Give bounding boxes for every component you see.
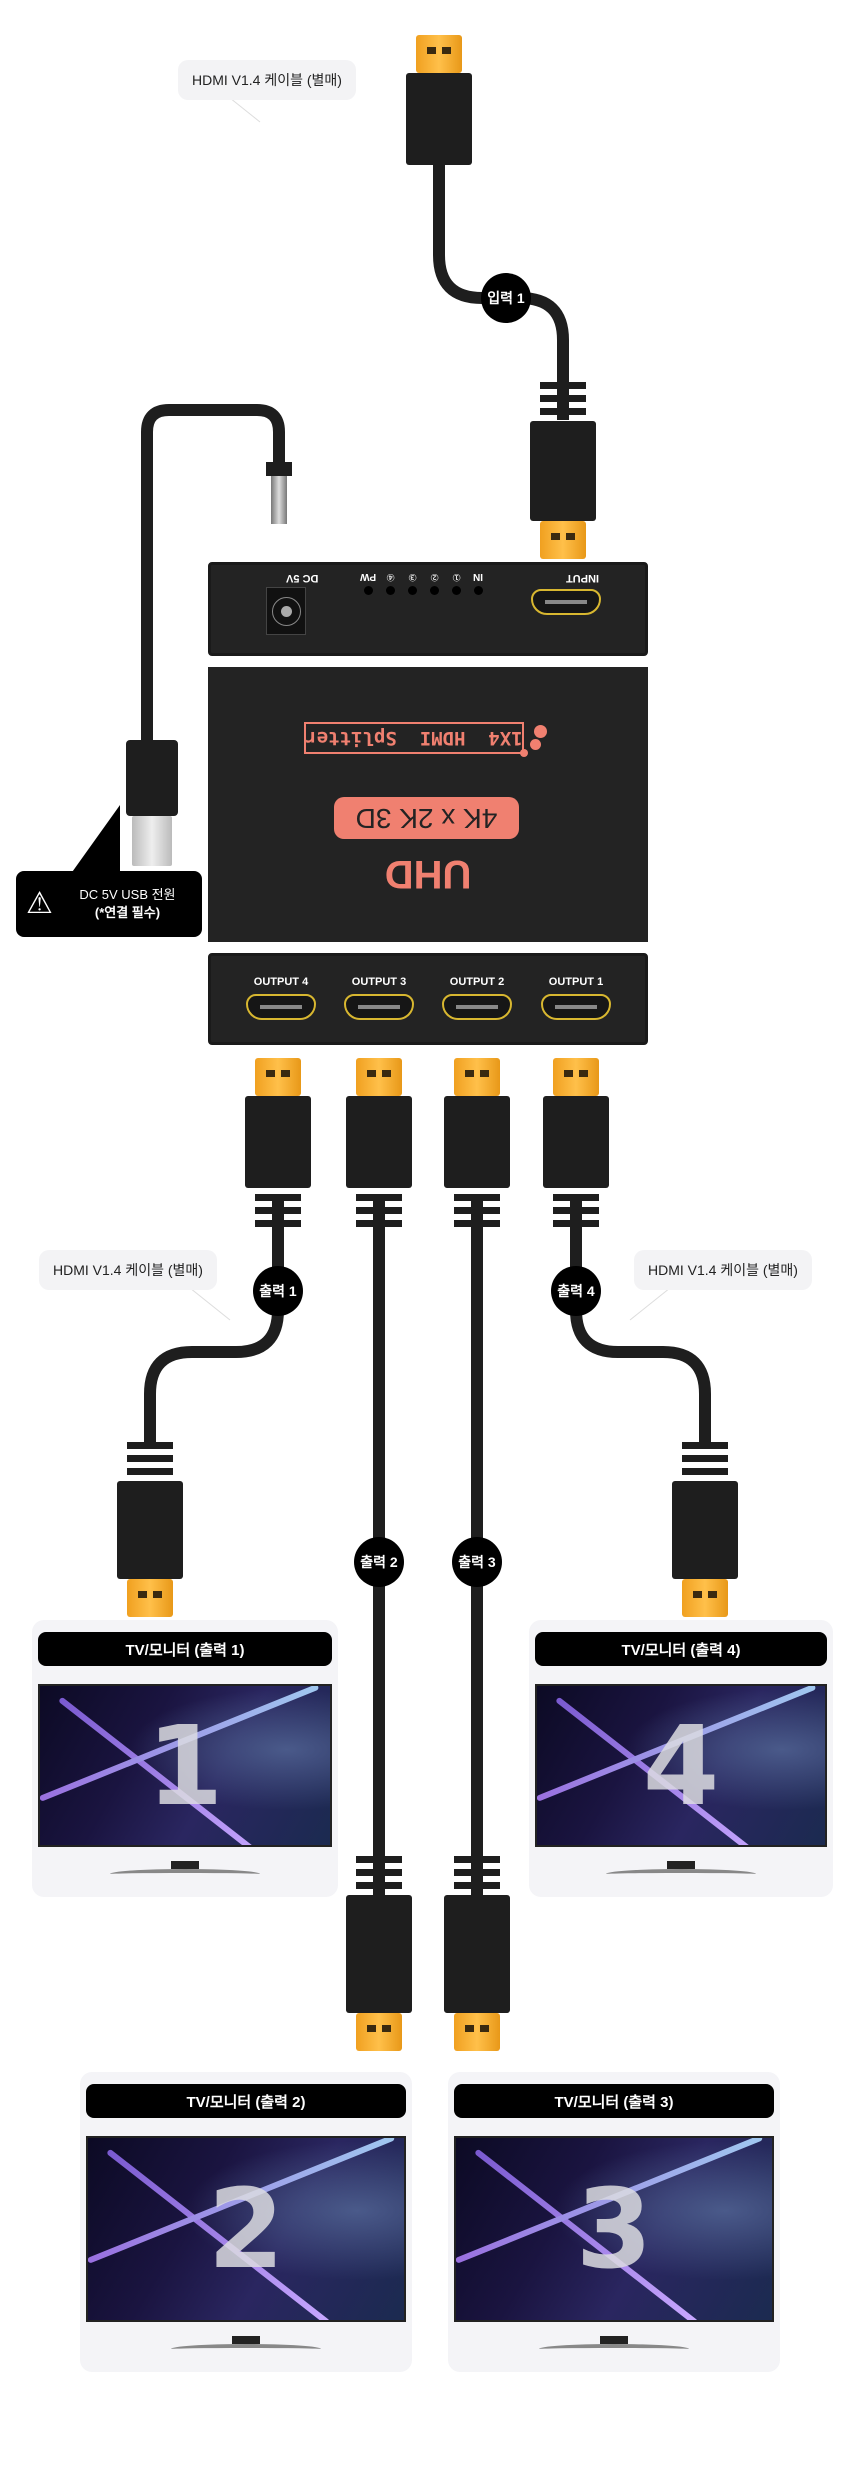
output-4-device-connector <box>541 1058 611 1233</box>
tv-screen: 2 <box>86 2136 406 2322</box>
tv-title: TV/모니터 (출력 3) <box>454 2084 774 2118</box>
usb-plug-metal <box>132 816 172 866</box>
device-front: 1X4 HDMI Splitter 4K x 2K 3D UHD <box>208 667 648 942</box>
output-label: OUTPUT 2 <box>449 976 505 988</box>
input-port <box>531 589 601 615</box>
device-output-panel: OUTPUT 4 OUTPUT 3 OUTPUT 2 OUTPUT 1 <box>208 953 648 1045</box>
led-label: ① <box>451 571 461 582</box>
tv-card-2: TV/모니터 (출력 2) 2 <box>80 2072 412 2372</box>
resolution-badge: 4K x 2K 3D <box>334 797 519 839</box>
input-cable-top-connector <box>404 35 474 165</box>
badge-output-2: 출력 2 <box>354 1537 404 1587</box>
tv-title: TV/모니터 (출력 4) <box>535 1632 827 1666</box>
output-right-cable-label: HDMI V1.4 케이블 (별매) <box>634 1250 812 1290</box>
input-cable-device-connector <box>528 376 598 559</box>
output-label: OUTPUT 4 <box>253 976 309 988</box>
warning-icon: ⚠ <box>26 887 53 920</box>
led-label: ④ <box>385 571 395 582</box>
tv-card-1: TV/모니터 (출력 1) 1 <box>32 1620 338 1897</box>
output-cable-4 <box>570 1200 711 1445</box>
badge-output-1: 출력 1 <box>253 1266 303 1316</box>
output-1-device-connector <box>243 1058 313 1233</box>
output-3-device-connector <box>442 1058 512 1233</box>
usb-power-cable <box>141 404 285 752</box>
tv-stand <box>539 2344 689 2354</box>
tv-number: 4 <box>642 1701 720 1830</box>
dc-plug-collar <box>266 462 292 476</box>
badge-input-1: 입력 1 <box>481 273 531 323</box>
tv-number: 3 <box>575 2165 653 2293</box>
warning-pointer <box>70 805 120 875</box>
output-label: OUTPUT 1 <box>548 976 604 988</box>
output-1-tv-connector <box>115 1436 185 1617</box>
dc-jack <box>266 587 306 635</box>
output-left-cable-label: HDMI V1.4 케이블 (별매) <box>39 1250 217 1290</box>
brand-uhd: UHD <box>384 852 472 896</box>
tv-stand <box>171 2344 321 2354</box>
badge-output-3: 출력 3 <box>452 1537 502 1587</box>
output-label: OUTPUT 3 <box>351 976 407 988</box>
tv-title: TV/모니터 (출력 2) <box>86 2084 406 2118</box>
output-port-2 <box>442 994 512 1020</box>
badge-output-4: 출력 4 <box>551 1266 601 1316</box>
dc-label: DC 5V <box>286 572 319 584</box>
output-4-tv-connector <box>670 1436 740 1617</box>
led-label: ② <box>429 571 439 582</box>
output-cable-1 <box>144 1200 284 1445</box>
tv-screen: 1 <box>38 1684 332 1847</box>
tv-stand <box>606 1869 756 1879</box>
tv-stand <box>110 1869 260 1879</box>
dc-plug <box>271 476 287 524</box>
device-top-panel: DC 5V PW ④ ③ ② ① IN INPUT <box>208 562 648 656</box>
tv-card-3: TV/모니터 (출력 3) 3 <box>448 2072 780 2372</box>
led-label: IN <box>473 571 483 582</box>
input-cable-label: HDMI V1.4 케이블 (별매) <box>178 60 356 100</box>
warning-line1: DC 5V USB 전원 <box>79 887 176 902</box>
output-2-device-connector <box>344 1058 414 1233</box>
usb-power-warning: ⚠ DC 5V USB 전원 (*연결 필수) <box>16 871 202 937</box>
tv-title: TV/모니터 (출력 1) <box>38 1632 332 1666</box>
led-label: PW <box>359 571 377 582</box>
product-name: 1X4 HDMI Splitter <box>304 722 524 754</box>
usb-plug-body <box>126 740 178 816</box>
tv-card-4: TV/모니터 (출력 4) 4 <box>529 1620 833 1897</box>
led-label: ③ <box>407 571 417 582</box>
tv-number: 1 <box>146 1701 224 1830</box>
output-port-3 <box>344 994 414 1020</box>
output-port-1 <box>541 994 611 1020</box>
tv-screen: 4 <box>535 1684 827 1847</box>
output-2-tv-connector <box>344 1850 414 2051</box>
output-3-tv-connector <box>442 1850 512 2051</box>
tv-screen: 3 <box>454 2136 774 2322</box>
input-port-label: INPUT <box>566 572 599 584</box>
warning-line2: (*연결 필수) <box>94 905 161 920</box>
tv-number: 2 <box>207 2165 285 2293</box>
led-indicators: PW ④ ③ ② ① IN <box>359 571 485 595</box>
output-port-4 <box>246 994 316 1020</box>
